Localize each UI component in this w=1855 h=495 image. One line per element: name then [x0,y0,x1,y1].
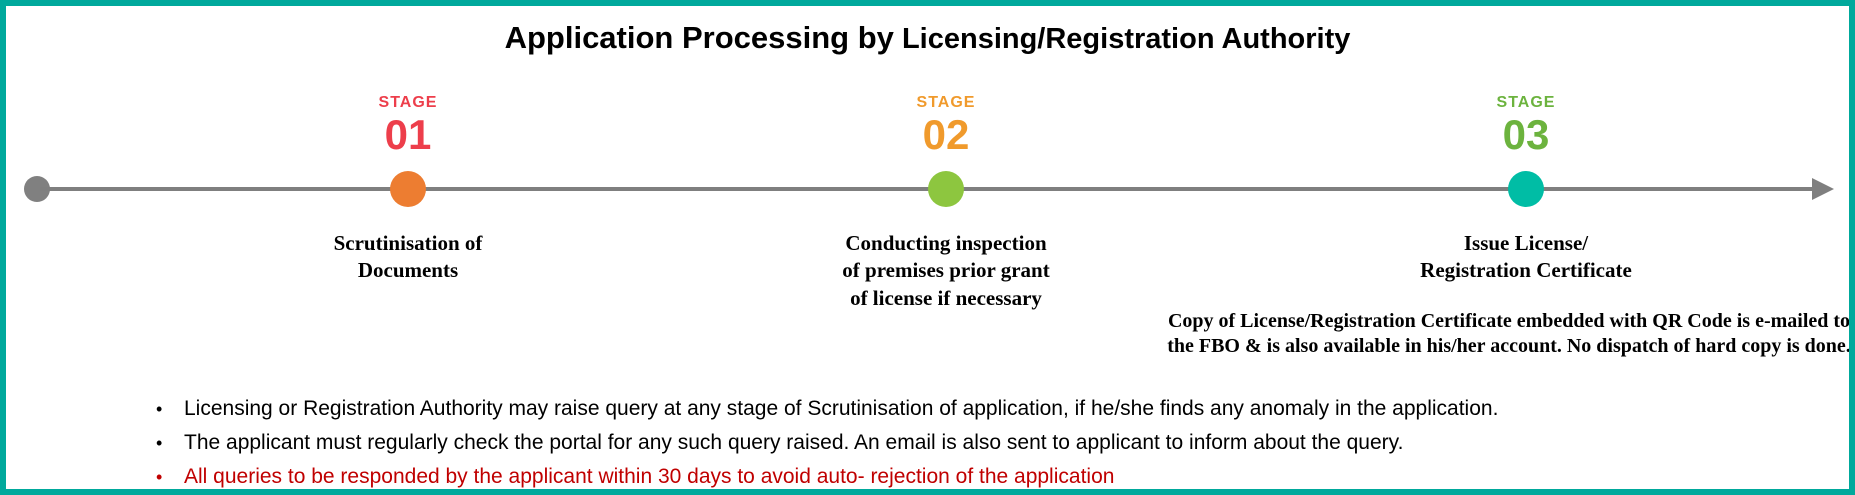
bullet-3-text: All queries to be responded by the appli… [184,465,1115,488]
stage-1-dot-icon [390,171,426,207]
stage-1-number: 01 [384,111,432,158]
stage-2-number: 02 [922,111,970,158]
stage-3-number: 03 [1502,111,1550,158]
bullet-3: • All queries to be responded by the app… [156,460,1806,489]
page-title: Application Processing by Licensing/Regi… [6,20,1849,56]
footer-bullet-list: • Licensing or Registration Authority ma… [156,392,1806,489]
bullet-1: • Licensing or Registration Authority ma… [156,392,1806,426]
arrow-head-icon [1812,178,1834,200]
bullet-3-marker-icon: • [156,467,163,487]
stage-3-header: STAGE 03 [1376,94,1676,156]
stage-2-description: Conducting inspection of premises prior … [842,231,1050,310]
stage-2-label: STAGE [916,94,976,111]
bullet-2: • The applicant must regularly check the… [156,426,1806,460]
stage-1-header: STAGE 01 [258,94,558,156]
stage-1-label: STAGE [378,94,438,111]
bullet-2-marker-icon: • [156,433,163,453]
title-part1: Application Processing by [504,20,894,55]
stage-2-dot-icon [928,171,964,207]
stage-3-dot-icon [1508,171,1544,207]
bullet-2-text: The applicant must regularly check the p… [184,431,1404,454]
title-part2: Licensing/Registration Authority [893,23,1351,55]
stage-3-label: STAGE [1496,94,1556,111]
stage-3-description: Issue License/ Registration Certificate [1420,231,1632,283]
stage-2-header: STAGE 02 [796,94,1096,156]
certificate-note: Copy of License/Registration Certificate… [1167,310,1851,357]
stage-1-description: Scrutinisation of Documents [333,231,483,283]
bullet-1-marker-icon: • [156,399,163,419]
bullet-1-text: Licensing or Registration Authority may … [184,397,1499,420]
